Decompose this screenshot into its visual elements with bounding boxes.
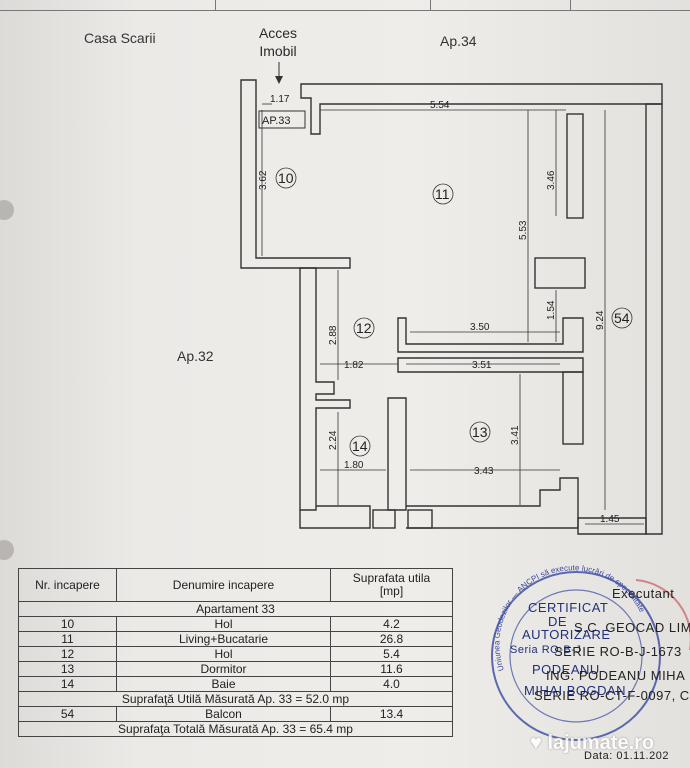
stamp-line-5: Seria RO-B-J <box>510 644 582 656</box>
certification-stamp: Uniunea Geodezilor — ANCPI să execute lu… <box>486 560 690 768</box>
acces-line-1: Acces <box>258 25 298 41</box>
header-nr: Nr. incapere <box>18 568 117 602</box>
rooms-table: Nr. incapere Denumire incapere Suprafata… <box>18 568 453 737</box>
table-row: 14 Baie 4.0 <box>18 676 453 692</box>
punch-hole <box>0 540 14 560</box>
header-area: Suprafata utila[mp] <box>330 568 453 602</box>
dim-1-17: 1.17 <box>270 94 290 105</box>
cell-nr: 14 <box>18 676 117 692</box>
dim-3-51: 3.51 <box>472 360 492 371</box>
cell-nr: 11 <box>18 631 117 647</box>
room-12: 12 <box>356 320 372 336</box>
dim-5-53: 5.53 <box>518 220 529 240</box>
room-14: 14 <box>352 438 368 454</box>
useful-total: Suprafaţă Utilă Măsurată Ap. 33 = 52.0 m… <box>18 691 453 707</box>
floor-plan: AP.33 1.17 5.54 3.62 3.46 5.53 1.54 9.24… <box>240 62 663 535</box>
cell-name: Balcon <box>116 706 331 722</box>
cell-name: Baie <box>116 676 331 692</box>
label-ap32: Ap.32 <box>177 348 214 364</box>
cell-area: 4.0 <box>330 676 453 692</box>
room-11: 11 <box>435 186 450 202</box>
label-ap34: Ap.34 <box>440 33 477 49</box>
cell-name: Hol <box>116 646 331 662</box>
dim-3-43: 3.43 <box>474 466 494 477</box>
dim-9-24: 9.24 <box>595 310 606 330</box>
table-row: 54 Balcon 13.4 <box>18 706 453 722</box>
ap33-tag-box <box>258 110 306 129</box>
stamp-date: Data: 01.11.202 <box>584 750 669 762</box>
dim-1-54: 1.54 <box>546 300 557 320</box>
table-row: 13 Dormitor 11.6 <box>18 661 453 677</box>
apartment-title: Apartament 33 <box>18 601 453 617</box>
cell-nr: 12 <box>18 646 117 662</box>
total-row: Suprafaţa Totală Măsurată Ap. 33 = 65.4 … <box>18 721 453 737</box>
dim-3-62: 3.62 <box>258 170 269 190</box>
room-13: 13 <box>472 424 488 440</box>
stamp-line-7: PODEANU <box>532 662 600 677</box>
stamp-seal: Uniunea Geodezilor — ANCPI să execute lu… <box>491 563 690 741</box>
cell-name: Hol <box>116 616 331 632</box>
label-acces-imobil: Acces Imobil <box>248 24 308 60</box>
stamp-line-3: AUTORIZARE <box>522 627 611 642</box>
ap33-tag: AP.33 <box>262 115 291 127</box>
dim-1-45: 1.45 <box>600 514 620 525</box>
header-area-unit: [mp] <box>379 584 404 598</box>
dimension-lines <box>261 103 644 525</box>
punch-hole <box>0 200 14 220</box>
dim-3-46: 3.46 <box>546 170 557 190</box>
dim-5-54: 5.54 <box>430 100 450 111</box>
header-strip <box>0 0 690 11</box>
watermark-heart-icon: ♥ <box>530 732 542 754</box>
stamp-executant: Executant <box>612 586 675 601</box>
useful-total-row: Suprafaţă Utilă Măsurată Ap. 33 = 52.0 m… <box>18 691 453 707</box>
room-10: 10 <box>278 170 294 186</box>
stamp-line-4: S.C. GEOCAD LIMIT <box>574 620 690 635</box>
table-row: 10 Hol 4.2 <box>18 616 453 632</box>
stamp-line-10: SERIE RO-CT-F-0097, C <box>534 688 690 703</box>
acces-line-2: Imobil <box>259 43 297 59</box>
table-header-row: Nr. incapere Denumire incapere Suprafata… <box>18 568 453 602</box>
cell-area: 11.6 <box>330 661 453 677</box>
dim-2-24: 2.24 <box>328 430 339 450</box>
access-arrow <box>275 62 283 84</box>
dim-1-82: 1.82 <box>344 360 364 371</box>
cell-area: 4.2 <box>330 616 453 632</box>
stamp-line-9: MIHAI BOGDAN <box>524 683 627 698</box>
cell-nr: 13 <box>18 661 117 677</box>
dim-3-41: 3.41 <box>510 425 521 445</box>
total-area: Suprafaţa Totală Măsurată Ap. 33 = 65.4 … <box>18 721 453 737</box>
cell-name: Dormitor <box>116 661 331 677</box>
header-name: Denumire incapere <box>116 568 331 602</box>
stamp-line-2: DE <box>548 614 568 629</box>
label-casa-scarii: Casa Scarii <box>84 30 156 46</box>
watermark-text: lajumate.ro <box>547 732 655 754</box>
cell-area: 26.8 <box>330 631 453 647</box>
table-row: 12 Hol 5.4 <box>18 646 453 662</box>
room-markers: 10 11 12 13 14 54 <box>275 167 633 457</box>
stamp-line-6: SERIE RO-B-J-1673 <box>554 644 682 659</box>
cell-nr: 54 <box>18 706 117 722</box>
walls <box>240 79 663 535</box>
lajumate-watermark: ♥ lajumate.ro <box>530 732 654 755</box>
dim-1-80: 1.80 <box>344 460 364 471</box>
dim-2-88: 2.88 <box>328 325 339 345</box>
table-apartment-row: Apartament 33 <box>18 601 453 617</box>
stamp-line-1: CERTIFICAT <box>528 600 609 615</box>
cell-area: 13.4 <box>330 706 453 722</box>
room-54: 54 <box>614 310 630 326</box>
header-area-label: Suprafata utila <box>352 571 431 585</box>
cell-area: 5.4 <box>330 646 453 662</box>
cell-name: Living+Bucatarie <box>116 631 331 647</box>
cell-nr: 10 <box>18 616 117 632</box>
dim-3-50: 3.50 <box>470 322 490 333</box>
stamp-line-8: ING. PODEANU MIHA <box>546 668 686 683</box>
table-row: 11 Living+Bucatarie 26.8 <box>18 631 453 647</box>
